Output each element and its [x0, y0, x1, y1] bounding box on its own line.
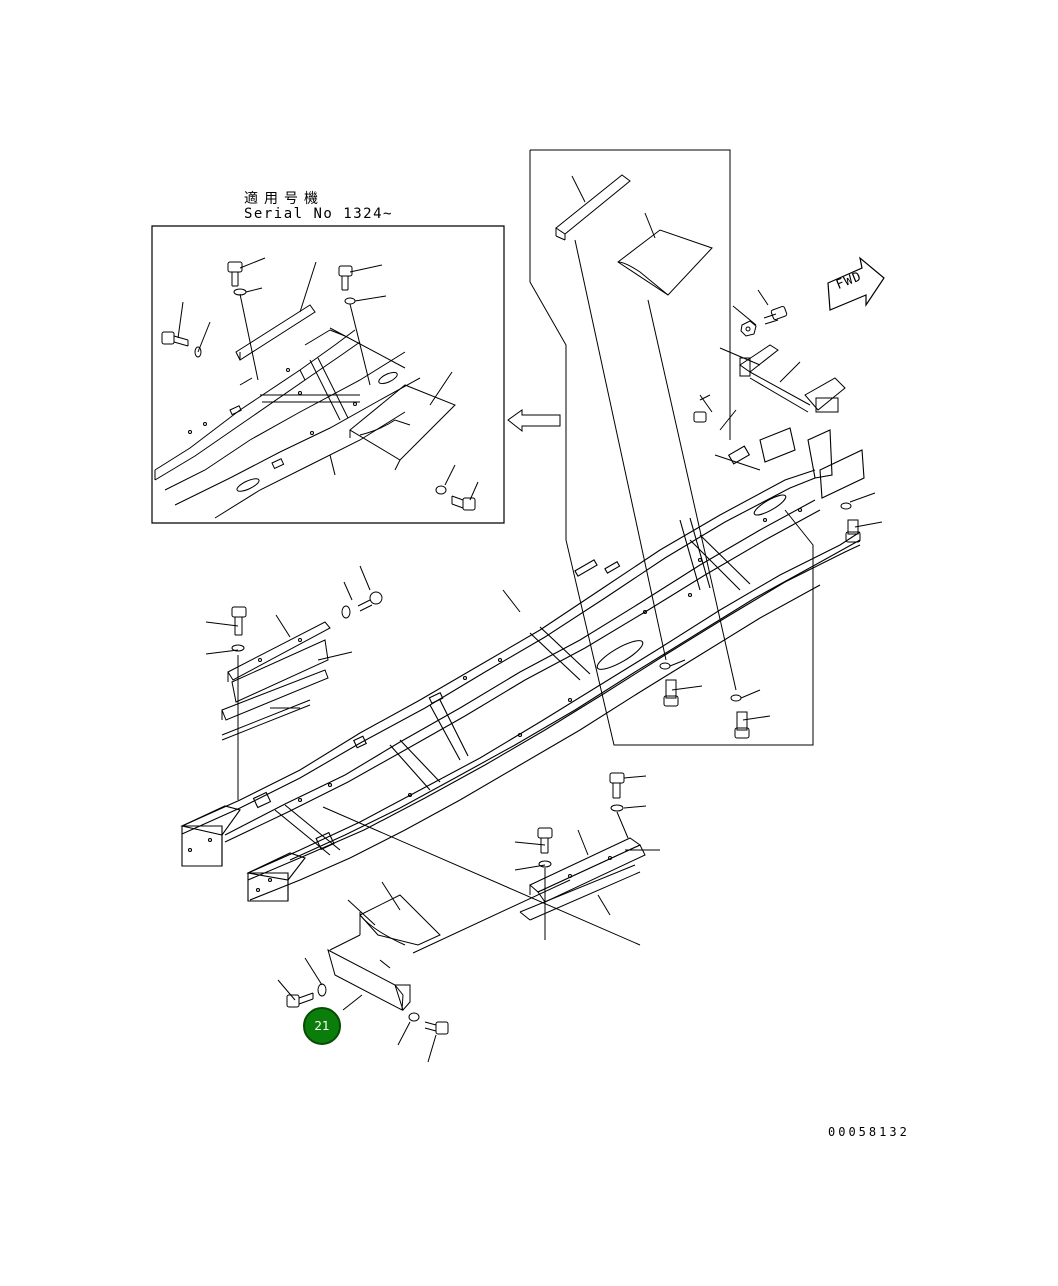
- bottom-front-bracket: [328, 895, 440, 1010]
- upper-right-bracket: [720, 345, 845, 412]
- detail-inset-box: [152, 226, 504, 523]
- left-bracket-group: [222, 622, 330, 740]
- main-frame: [182, 428, 864, 901]
- applicable-model-label: 適用号機: [244, 191, 324, 207]
- drawing-number: 00058132: [828, 1125, 910, 1139]
- inset-cover: [350, 385, 455, 470]
- inset-bolt-left: [162, 332, 201, 357]
- bottom-bolts: [287, 984, 448, 1034]
- long-leaders: [575, 240, 736, 690]
- inset-frame: [155, 328, 420, 518]
- nut-top-right: [741, 321, 756, 336]
- right-lower-bracket: [520, 838, 645, 920]
- upper-cover-plate: [618, 213, 712, 295]
- right-region-bolts: [660, 503, 860, 738]
- part-callout-21[interactable]: 21: [303, 1007, 341, 1045]
- upper-right-region-outline: [530, 150, 813, 745]
- top-bracket-plate: [556, 175, 630, 240]
- inset-bolt-top-mid: [339, 266, 355, 304]
- serial-number-label: Serial No 1324~: [244, 206, 393, 222]
- inset-pointer-arrow: [508, 410, 560, 431]
- inset-bolt-bottom: [436, 486, 475, 510]
- inset-plate: [236, 305, 315, 360]
- bolt-mid-right: [694, 395, 710, 422]
- inset-leaders: [178, 258, 478, 500]
- leader-lines: [206, 290, 882, 1062]
- fwd-direction-sign: [828, 258, 884, 310]
- left-top-bolt: [342, 592, 382, 618]
- bolt-top-right: [764, 306, 787, 324]
- callout-number: 21: [314, 1019, 330, 1033]
